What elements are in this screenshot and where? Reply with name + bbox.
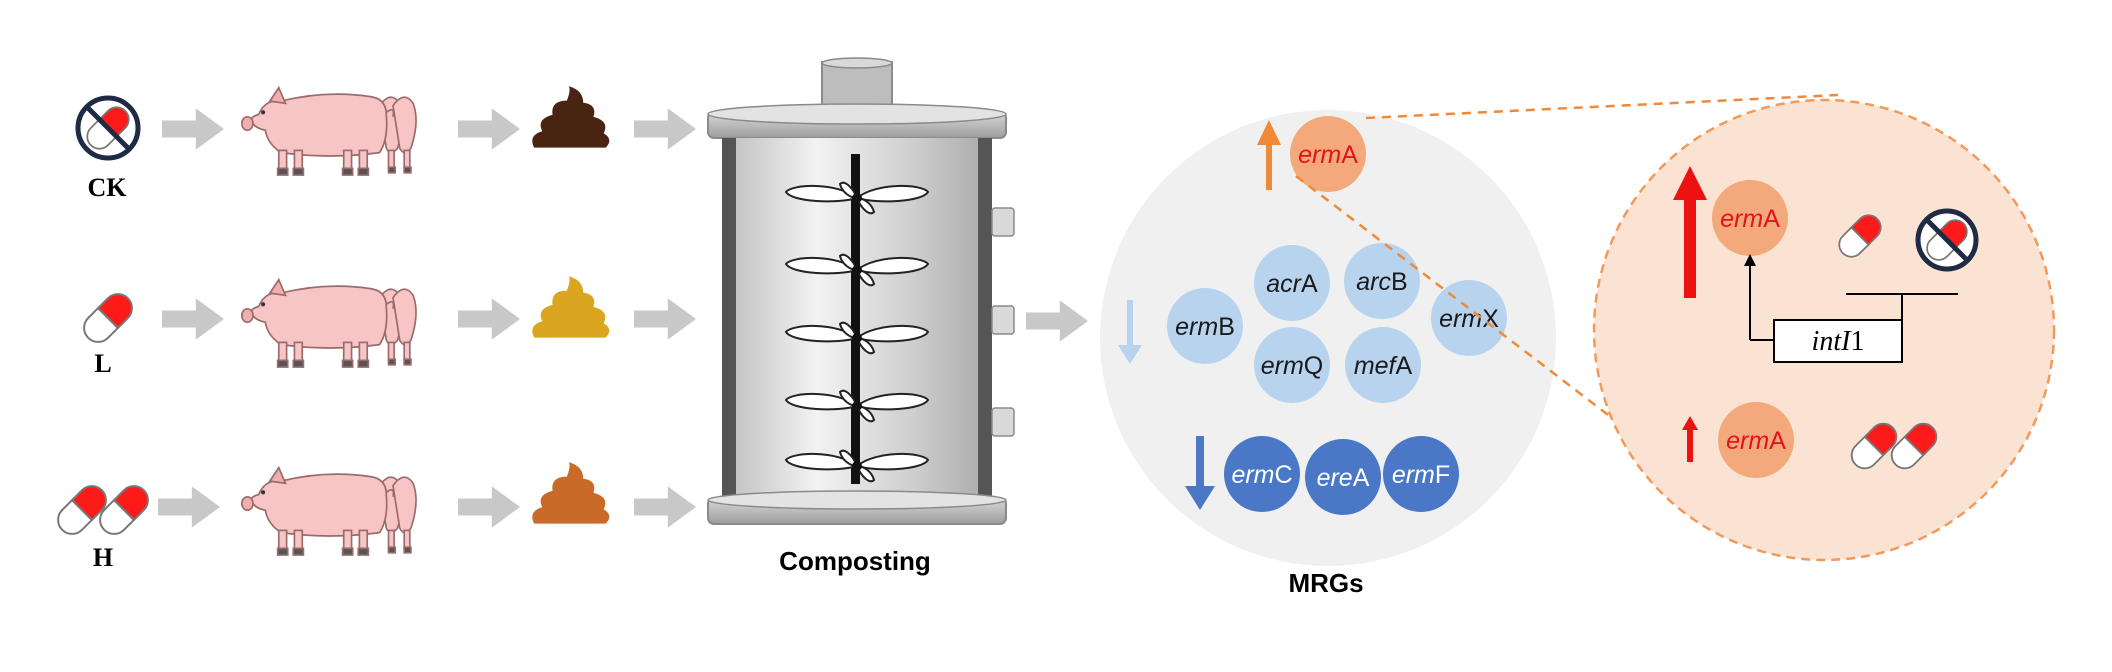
gene-circle-down-dark bbox=[1383, 436, 1459, 512]
gene-label: arcB bbox=[1356, 268, 1407, 296]
arrow-right-icon bbox=[162, 108, 224, 150]
down-arrow-icon bbox=[1118, 300, 1142, 364]
gene-label: mefA bbox=[1354, 352, 1413, 380]
arrow-head-icon bbox=[1744, 254, 1756, 266]
arrow-right-icon bbox=[162, 298, 224, 340]
gene-label: ermX bbox=[1439, 305, 1499, 333]
arrow-right-icon bbox=[634, 486, 696, 528]
manure-icon bbox=[532, 86, 610, 148]
pig-icon bbox=[240, 86, 417, 176]
capsule-icon bbox=[52, 480, 112, 540]
group-label-l: L bbox=[94, 349, 111, 378]
composter-icon bbox=[707, 57, 1015, 525]
gene-circle-up bbox=[1712, 180, 1788, 256]
no-antibiotic-icon bbox=[75, 95, 141, 161]
arrow-right-icon bbox=[634, 298, 696, 340]
gene-label: ermA bbox=[1726, 427, 1786, 455]
arrow-right-icon bbox=[158, 486, 220, 528]
gene-label: ermA bbox=[1720, 205, 1780, 233]
capsule-icon bbox=[78, 288, 138, 348]
gene-label: ermB bbox=[1175, 313, 1235, 341]
gene-circle-up bbox=[1718, 402, 1794, 478]
manure-icon bbox=[532, 462, 610, 524]
down-arrow-icon bbox=[1185, 436, 1215, 510]
up-arrow-icon bbox=[1673, 166, 1707, 298]
gene-circle-down-light bbox=[1431, 280, 1507, 356]
arrow-right-icon bbox=[634, 108, 696, 150]
arrow-right-icon bbox=[458, 298, 520, 340]
gene-circle-up bbox=[1290, 116, 1366, 192]
gene-label: ereA bbox=[1317, 464, 1370, 492]
pig-icon bbox=[240, 278, 417, 368]
gene-circle-down-dark bbox=[1305, 439, 1381, 515]
group-label-h: H bbox=[93, 543, 113, 572]
gene-circle-down-light bbox=[1254, 327, 1330, 403]
arrow-right-icon bbox=[1026, 300, 1088, 342]
gene-label: ermF bbox=[1392, 461, 1450, 489]
gene-label: ermQ bbox=[1261, 352, 1324, 380]
gene-circle-down-light bbox=[1345, 327, 1421, 403]
arrow-right-icon bbox=[458, 108, 520, 150]
manure-icon bbox=[532, 276, 610, 338]
intl1-label: intI1 bbox=[1812, 326, 1865, 357]
up-arrow-icon bbox=[1682, 416, 1698, 462]
gene-label: ermA bbox=[1298, 141, 1358, 169]
gene-circle-down-dark bbox=[1224, 436, 1300, 512]
arrow-right-icon bbox=[458, 486, 520, 528]
pig-icon bbox=[240, 466, 417, 556]
up-arrow-icon bbox=[1257, 120, 1281, 190]
gene-label: acrA bbox=[1266, 270, 1318, 298]
gene-circle-down-light bbox=[1254, 245, 1330, 321]
group-label-ck: CK bbox=[88, 173, 128, 202]
intl1-box bbox=[1773, 319, 1903, 363]
composting-caption: Composting bbox=[779, 546, 931, 576]
capsule-icon bbox=[94, 480, 154, 540]
gene-circle-down-light bbox=[1167, 288, 1243, 364]
no-antibiotic-icon bbox=[1915, 208, 1979, 272]
mrgs-caption: MRGs bbox=[1288, 568, 1363, 598]
gene-circle-down-light bbox=[1344, 243, 1420, 319]
gene-label: ermC bbox=[1231, 461, 1292, 489]
